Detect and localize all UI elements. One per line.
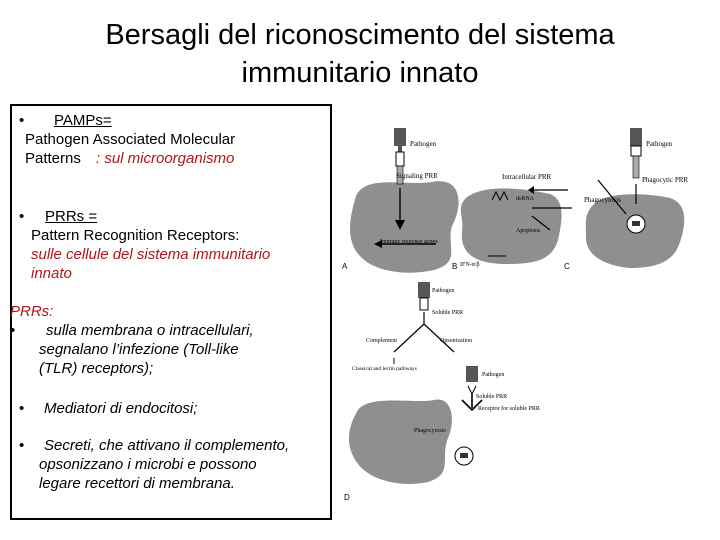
prrs-item3-line1: Secreti, che attivano il complemento, <box>44 437 290 454</box>
panel-d-pathogen-label: Pathogen <box>482 372 504 378</box>
prrs-item3-line3: legare recettori di membrana. <box>39 475 235 492</box>
panel-a-pathogen-label: Pathogen <box>410 140 437 148</box>
panel-label-b: B <box>452 262 457 271</box>
panel-c-phagocytosis-label: Phagocytosis <box>584 196 621 204</box>
panel-d-complement-label: Complement <box>366 338 397 344</box>
title-line-1: Bersagli del riconoscimento del sistema <box>105 19 615 51</box>
bullet: • <box>19 208 25 225</box>
bullet: • <box>10 322 16 339</box>
panel-d-lectin-label: Classical and lectin pathways <box>352 366 417 372</box>
pathogen-icon <box>630 128 642 146</box>
panel-label-d: D <box>344 493 350 502</box>
text-box: • PAMPs= Pathogen Associated Molecular P… <box>10 104 332 520</box>
panel-d-pathogen-top-label: Pathogen <box>432 288 454 294</box>
prrs-list-heading: PRRs: <box>10 303 54 320</box>
panel-b-dsrna-label: dsRNA <box>516 196 535 202</box>
panel-d-phagocytosis-label: Phagocytosis <box>414 428 446 434</box>
panel-a-signaling-prr-label: Signaling PRR <box>396 172 438 180</box>
title-line-2: immunitario innato <box>241 57 479 89</box>
panel-d-soluble-prr-label: Soluble PRR <box>432 310 463 316</box>
prr-figure: Pathogen Signaling PRR Immune response g… <box>342 128 688 502</box>
panel-a-cell <box>350 181 459 273</box>
panel-b-cell <box>460 188 562 264</box>
bullet: • <box>19 112 25 129</box>
panel-a-genes-label: Immune response genes <box>380 239 438 245</box>
panel-d-cell <box>348 399 452 484</box>
prrs-definition: Pattern Recognition Receptors: <box>31 227 240 244</box>
pamps-location: : sul microorganismo <box>96 150 235 167</box>
prrs-location-2: innato <box>31 265 72 282</box>
panel-b-ifn-label: IFN-α/β <box>460 262 480 268</box>
pathogen-icon <box>394 128 406 146</box>
pamps-label: PAMPs= <box>54 112 112 129</box>
prrs-location-1: sulle cellule del sistema immunitario <box>31 246 271 263</box>
prrs-item1-line2: segnalano l’infezione (Toll-like <box>39 341 239 358</box>
prrs-label: PRRs = <box>45 208 98 225</box>
bullet: • <box>19 437 25 454</box>
panel-b-apoptosis-label: Apoptosis <box>516 228 541 234</box>
panel-c-pathogen-label: Pathogen <box>646 140 673 148</box>
panel-label-a: A <box>342 262 348 271</box>
panel-c-phagocytic-prr-label: Phagocytic PRR <box>642 176 688 184</box>
panel-label-c: C <box>564 262 570 271</box>
pathogen-icon <box>418 282 430 298</box>
prrs-item3-line2: opsonizzano i microbi e possono <box>39 456 257 473</box>
panel-d-receptor-label: Receptor for soluble PRR <box>478 405 540 412</box>
bullet: • <box>19 400 25 417</box>
panel-b-intracellular-label: Intracellular PRR <box>502 173 552 181</box>
prrs-item1-line3: (TLR) receptors); <box>39 360 154 377</box>
pamps-definition: Pathogen Associated Molecular <box>25 131 236 148</box>
prrs-item2: Mediatori di endocitosi; <box>44 400 198 417</box>
slide-title: Bersagli del riconoscimento del sistema … <box>0 16 720 92</box>
panel-d-opsonization-label: Opsonization <box>440 338 472 344</box>
panel-d-soluble-prr2-label: Soluble PRR <box>476 394 507 400</box>
prrs-item1-line1: sulla membrana o intracellulari, <box>46 322 254 339</box>
pamps-patterns: Patterns <box>25 150 81 167</box>
pathogen-icon <box>466 366 478 382</box>
